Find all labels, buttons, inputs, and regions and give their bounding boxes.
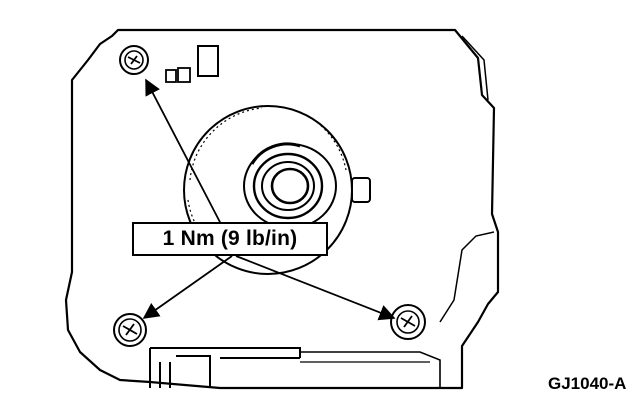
leader-arrow-bottom-right bbox=[235, 255, 396, 321]
phillips-screw-icon bbox=[390, 304, 426, 340]
torque-callout: 1 Nm (9 lb/in) bbox=[132, 222, 328, 256]
shaft-boss bbox=[243, 142, 337, 229]
connector-tab bbox=[197, 45, 219, 77]
housing-ledge bbox=[461, 35, 489, 101]
phillips-screw-icon bbox=[113, 313, 147, 347]
housing-right-step bbox=[439, 231, 495, 323]
bottom-connector bbox=[149, 347, 441, 388]
terminal-block-right bbox=[177, 67, 191, 83]
leader-arrow-top bbox=[145, 78, 223, 227]
phillips-screw-icon bbox=[119, 45, 149, 75]
housing-outline bbox=[64, 28, 500, 390]
motor-side-tab bbox=[351, 177, 371, 203]
leader-arrow-bottom-left bbox=[142, 255, 233, 319]
terminal-block-left bbox=[165, 69, 177, 83]
figure-id: GJ1040-A bbox=[548, 374, 627, 393]
